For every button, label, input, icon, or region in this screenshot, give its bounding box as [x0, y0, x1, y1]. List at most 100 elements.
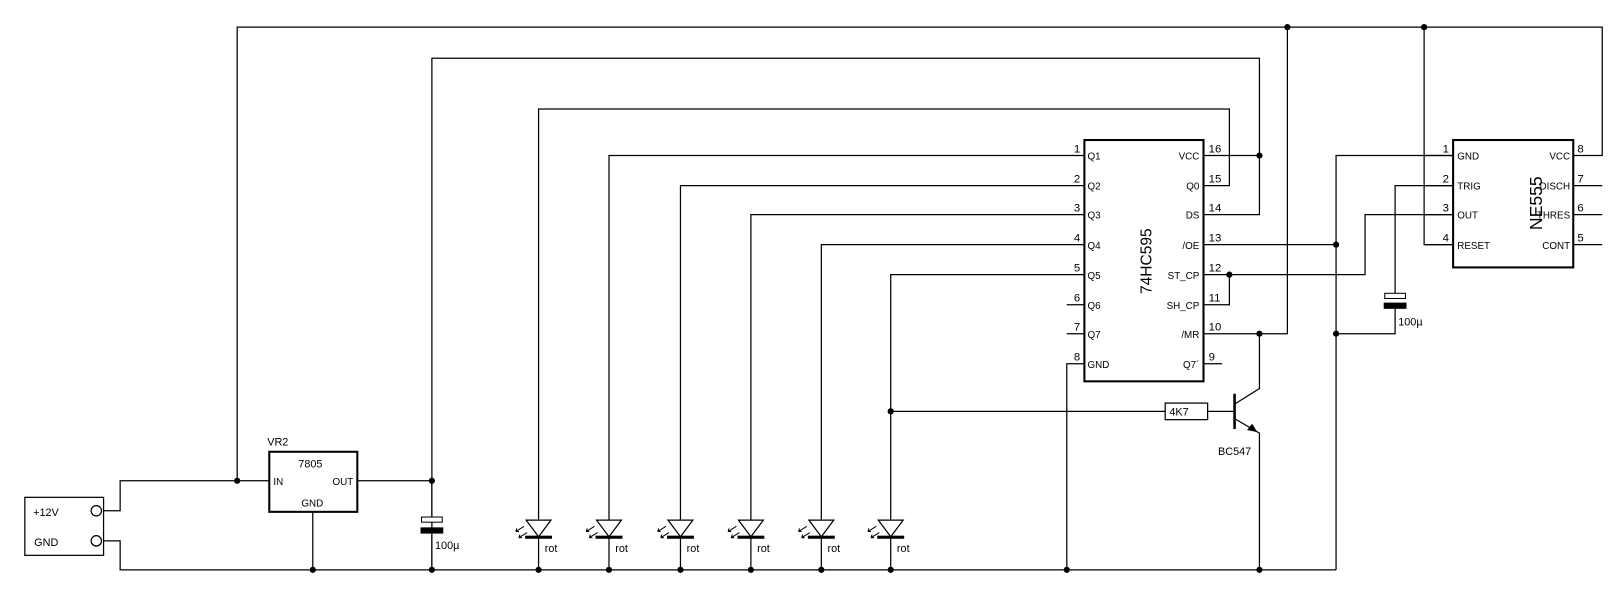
pin-name: DS: [1186, 211, 1200, 222]
pin-number: 4: [1074, 233, 1080, 245]
pin-name: OUT: [1457, 211, 1478, 222]
pin-number: 15: [1209, 173, 1222, 185]
timer-ne555: NE555 GND1VCC8TRIG2DISCH7OUT3THRES6RESET…: [1424, 138, 1584, 269]
pin-number: 2: [1443, 173, 1449, 185]
plus-12v-label: +12V: [33, 507, 59, 519]
led: rot: [657, 519, 699, 555]
led: rot: [798, 519, 841, 555]
light-emission-icon: [798, 525, 811, 539]
leds: rot rot rot rot rot rot: [515, 519, 910, 555]
junction-dots: [234, 24, 1428, 573]
led-triangle-icon: [666, 519, 695, 538]
led-triangle-icon: [524, 519, 553, 538]
timer-part: NE555: [1526, 176, 1546, 230]
wires: [103, 26, 1603, 571]
pin-number: 5: [1074, 263, 1080, 275]
pin-number: 3: [1443, 202, 1449, 214]
pin-name: Q3: [1088, 211, 1102, 222]
pin-number: 6: [1074, 293, 1080, 305]
pin-number: 10: [1209, 322, 1222, 334]
regulator-part: 7805: [298, 458, 322, 470]
pin-number: 16: [1209, 143, 1222, 155]
led-cathode-bar: [877, 535, 905, 539]
led-cathode-bar: [807, 535, 835, 539]
pin-name: Q7: [1088, 330, 1101, 341]
led-cathode-bar: [595, 535, 623, 539]
pin-name: /OE: [1182, 241, 1199, 252]
pin-number: 13: [1209, 233, 1222, 245]
pin-name: GND: [1088, 360, 1110, 371]
pin-number: 5: [1577, 233, 1583, 245]
light-emission-icon: [727, 525, 740, 539]
capacitor-2-value: 100µ: [1398, 316, 1422, 328]
pin-number: 9: [1209, 352, 1215, 364]
regulator-pin-gnd: GND: [301, 499, 323, 510]
pin-name: Q5: [1088, 271, 1102, 282]
pin-number: 1: [1074, 143, 1080, 155]
pin-number: 12: [1209, 263, 1222, 275]
light-emission-icon: [515, 525, 528, 539]
power-connector: +12V GND: [24, 496, 105, 556]
pin-number: 8: [1074, 352, 1080, 364]
capacitor-1-value: 100µ: [435, 540, 459, 552]
pin-name: RESET: [1457, 241, 1490, 252]
pin-name: TRIG: [1457, 182, 1480, 193]
led-label: rot: [828, 543, 841, 555]
pin-name: THRES: [1537, 211, 1571, 222]
pin-name: Q2: [1088, 182, 1101, 193]
gnd-terminal-label: GND: [34, 537, 58, 549]
terminal-gnd-icon: [90, 535, 103, 547]
pin-name: VCC: [1179, 152, 1200, 163]
capacitor-2: 100µ: [1383, 292, 1423, 328]
light-emission-icon: [585, 525, 598, 539]
led: rot: [585, 519, 628, 555]
transistor-part: BC547: [1218, 446, 1251, 458]
transistor-bc547: BC547: [1218, 393, 1258, 458]
pin-name: Q6: [1088, 301, 1102, 312]
pin-name: Q1: [1088, 152, 1101, 163]
led: rot: [867, 519, 910, 555]
capacitor-1: 100µ: [420, 480, 459, 552]
pin-name: DISCH: [1540, 182, 1571, 193]
pin-name: SH_CP: [1167, 301, 1200, 312]
led-label: rot: [757, 543, 770, 555]
led-label: rot: [615, 543, 628, 555]
pin-number: 2: [1074, 173, 1080, 185]
pin-number: 14: [1209, 202, 1222, 214]
led-cathode-bar: [525, 535, 553, 539]
led: rot: [727, 519, 770, 555]
pin-name: VCC: [1549, 152, 1570, 163]
shift-register-part: 74HC595: [1139, 228, 1156, 294]
pin-name: Q4: [1088, 241, 1102, 252]
terminal-plus-icon: [90, 505, 103, 517]
led: rot: [515, 519, 558, 555]
pin-name: Q0: [1186, 182, 1200, 193]
resistor-4k7: 4K7: [1164, 402, 1209, 421]
led-label: rot: [897, 543, 910, 555]
light-emission-icon: [867, 525, 880, 539]
pin-name: CONT: [1542, 241, 1570, 252]
pin-name: Q7´: [1183, 360, 1199, 371]
pin-number: 4: [1443, 233, 1449, 245]
pin-name: GND: [1457, 152, 1479, 163]
pin-number: 7: [1074, 322, 1080, 334]
led-triangle-icon: [737, 519, 765, 538]
pin-number: 8: [1577, 143, 1583, 155]
voltage-regulator: VR2 7805 IN OUT GND: [267, 437, 359, 513]
led-label: rot: [545, 543, 558, 555]
pin-number: 6: [1577, 202, 1583, 214]
pin-number: 7: [1577, 173, 1583, 185]
led-triangle-icon: [807, 519, 835, 538]
emitter-arrow-icon: [1247, 423, 1258, 433]
light-emission-icon: [657, 525, 670, 539]
pin-number: 11: [1209, 293, 1221, 305]
regulator-pin-out: OUT: [332, 477, 353, 488]
pin-number: 3: [1074, 202, 1080, 214]
led-cathode-bar: [667, 535, 694, 539]
pin-name: /MR: [1181, 330, 1199, 341]
led-triangle-icon: [877, 519, 905, 538]
regulator-ref: VR2: [267, 437, 288, 449]
resistor-value: 4K7: [1169, 407, 1188, 419]
